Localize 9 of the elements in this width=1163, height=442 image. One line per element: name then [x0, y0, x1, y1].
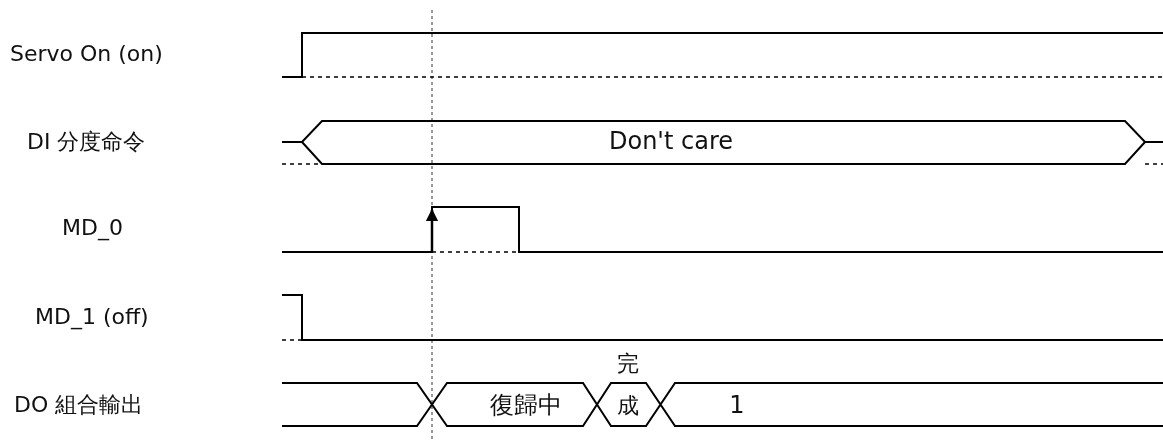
state-label: 完成: [617, 350, 639, 420]
signal-name: MD_0: [62, 215, 123, 241]
signal-name: DO 組合輸出: [14, 392, 144, 418]
signal-name: MD_1 (off): [35, 304, 149, 330]
signal-name: Servo On (on): [10, 41, 163, 67]
state-label: 1: [729, 392, 745, 420]
state-label: 復歸中: [490, 392, 562, 420]
state-label: Don't care: [609, 128, 733, 156]
signal-name: DI 分度命令: [27, 129, 146, 155]
